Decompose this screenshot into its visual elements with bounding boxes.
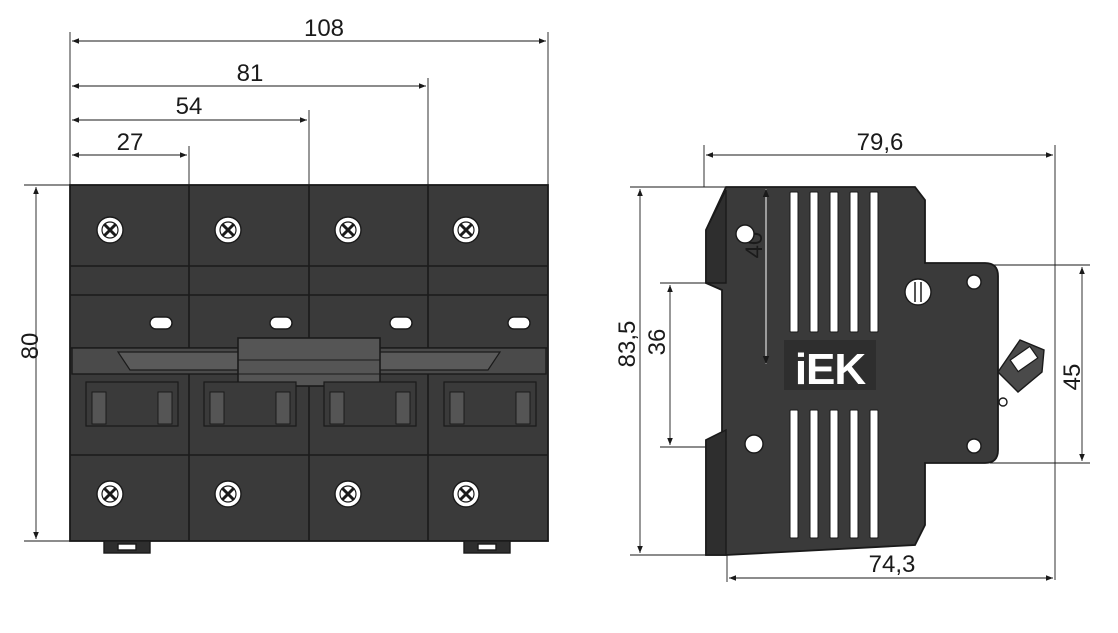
side-view: 79,6 83,5 36 45 74,3 <box>614 129 1090 582</box>
dim-width-108: 108 <box>72 15 546 44</box>
screw-icon <box>452 480 480 508</box>
dim-label-74-3: 74,3 <box>869 551 916 578</box>
rivet-icon <box>904 278 932 306</box>
front-view: 108 81 54 27 80 <box>17 15 549 554</box>
dim-height-36: 36 <box>644 285 673 445</box>
dim-depth-74-3: 74,3 <box>729 551 1053 581</box>
dim-label-79-6: 79,6 <box>857 129 904 156</box>
mounting-hole <box>744 434 764 454</box>
mounting-hole <box>966 274 982 290</box>
screw-icon <box>214 216 242 244</box>
dim-label-108: 108 <box>304 15 344 42</box>
toggle-handle <box>71 337 547 387</box>
screw-icon <box>214 480 242 508</box>
dim-height-83-5: 83,5 <box>614 189 643 553</box>
bottom-screws <box>96 480 480 508</box>
dim-label-54: 54 <box>176 93 203 120</box>
screw-icon <box>452 216 480 244</box>
dim-label-45: 45 <box>1059 364 1086 391</box>
mounting-hole <box>735 224 755 244</box>
dim-label-27: 27 <box>117 129 144 156</box>
mounting-hole <box>998 397 1008 407</box>
dim-height-45: 45 <box>1059 267 1086 461</box>
din-clips <box>103 540 511 554</box>
screw-icon <box>96 216 124 244</box>
dim-label-83-5: 83,5 <box>614 321 641 368</box>
dim-width-81: 81 <box>72 60 426 89</box>
mounting-hole <box>966 438 982 454</box>
logo-plate <box>784 340 876 390</box>
dim-width-27: 27 <box>72 129 187 158</box>
screw-icon <box>334 216 362 244</box>
screw-icon <box>334 480 362 508</box>
indicator-windows <box>149 316 531 330</box>
brand-logo: iEK <box>795 345 867 394</box>
dim-label-80: 80 <box>17 333 44 360</box>
terminal-windows <box>85 381 537 427</box>
dim-depth-79-6: 79,6 <box>706 129 1053 158</box>
top-screws <box>96 216 480 244</box>
dim-label-36: 36 <box>644 329 671 356</box>
dim-height-80: 80 <box>17 187 44 539</box>
dim-width-54: 54 <box>72 93 307 123</box>
dim-label-81: 81 <box>237 60 264 87</box>
side-ribs <box>789 191 879 539</box>
din-latch-icon <box>997 339 1045 393</box>
screw-icon <box>96 480 124 508</box>
